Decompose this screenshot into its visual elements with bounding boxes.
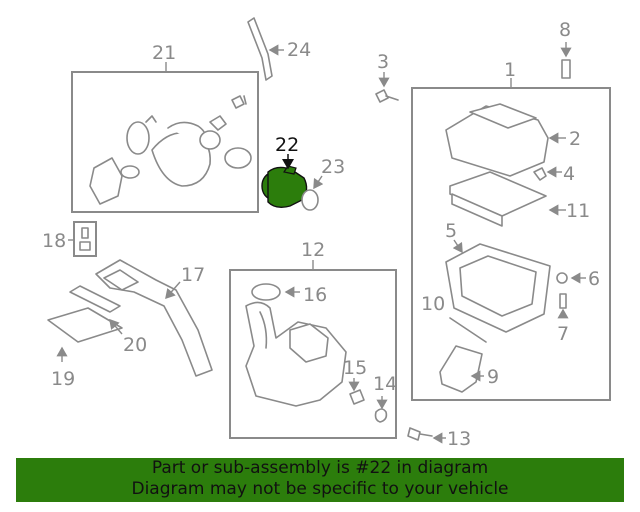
callout-15: 15: [343, 357, 367, 379]
group-box-21: [71, 71, 259, 213]
intake-hose-parts: [89, 95, 252, 205]
callout-6: 6: [588, 268, 600, 290]
sensor-part-8: [561, 59, 571, 79]
callout-19: 19: [51, 368, 75, 390]
sensor-part-13: [407, 427, 433, 441]
resonator-duct-parts: [47, 259, 213, 377]
banner-line-disclaimer: Diagram may not be specific to your vehi…: [131, 479, 509, 499]
callout-18: 18: [42, 230, 66, 252]
banner-line-part: Part or sub-assembly is #22 in diagram: [151, 458, 489, 478]
callout-23: 23: [321, 156, 345, 178]
callout-4: 4: [563, 163, 575, 185]
group-box-18: [73, 221, 97, 257]
callout-5: 5: [445, 220, 457, 242]
highlighted-part-22: [261, 165, 308, 209]
callout-8: 8: [559, 19, 571, 41]
callout-22-highlighted: 22: [275, 134, 299, 156]
callout-9: 9: [487, 366, 499, 388]
callout-3: 3: [377, 51, 389, 73]
bolt-part-3: [375, 89, 399, 103]
callout-2: 2: [569, 128, 581, 150]
callout-13: 13: [447, 428, 471, 450]
callout-24: 24: [287, 39, 311, 61]
seal-ring-part-23: [301, 189, 319, 211]
callout-16: 16: [303, 284, 327, 306]
air-cleaner-parts: [439, 103, 568, 393]
callout-7: 7: [557, 323, 569, 345]
callout-11: 11: [566, 200, 590, 222]
bracket-part-24: [247, 17, 273, 81]
info-banner: Part or sub-assembly is #22 in diagram D…: [16, 458, 624, 502]
parts-diagram: 1 2 3 4 5 6 7 8 9 10 11 12 13 14 15 16 1…: [42, 17, 611, 450]
callout-14: 14: [373, 373, 397, 395]
callout-1: 1: [504, 59, 516, 81]
callout-20: 20: [123, 334, 147, 356]
callout-21: 21: [152, 42, 176, 64]
callout-10: 10: [421, 293, 445, 315]
callout-17: 17: [181, 264, 205, 286]
lower-resonator-parts: [245, 283, 388, 423]
callout-12: 12: [301, 239, 325, 261]
